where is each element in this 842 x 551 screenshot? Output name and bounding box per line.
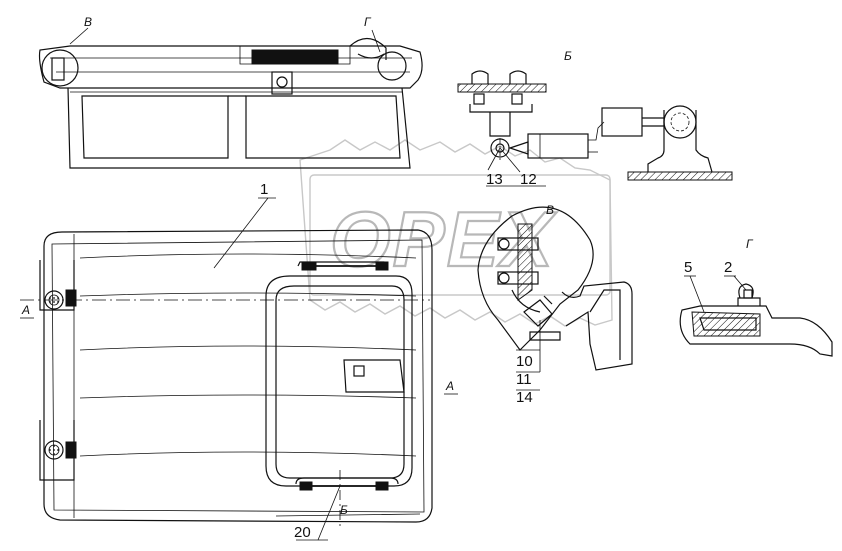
main-plan-view [39, 229, 433, 523]
section-a-right: А [445, 379, 454, 393]
detail-v [477, 206, 633, 391]
callout-12: 12 [520, 171, 537, 188]
callout-5: 5 [684, 259, 692, 276]
detail-g [679, 275, 833, 357]
detail-b [457, 70, 733, 187]
callout-1: 1 [260, 181, 268, 198]
leader-20 [317, 485, 341, 541]
callout-10: 10 [516, 353, 533, 370]
detail-g-title: Г [746, 237, 754, 251]
detail-v-title: В [546, 203, 554, 217]
detail-b-title: Б [564, 49, 572, 63]
callout-14: 14 [516, 389, 533, 406]
callout-20: 20 [294, 524, 311, 541]
leader-1 [213, 197, 269, 269]
view-letter-g-top: Г [364, 15, 372, 29]
callout-11: 11 [516, 371, 532, 388]
section-a-left: А [21, 303, 30, 317]
view-letter-b-bottom: Б [340, 503, 348, 517]
callout-2: 2 [724, 259, 732, 276]
view-letter-v-top: В [84, 15, 92, 29]
top-elevation-view [38, 27, 423, 169]
callout-13: 13 [486, 171, 503, 188]
